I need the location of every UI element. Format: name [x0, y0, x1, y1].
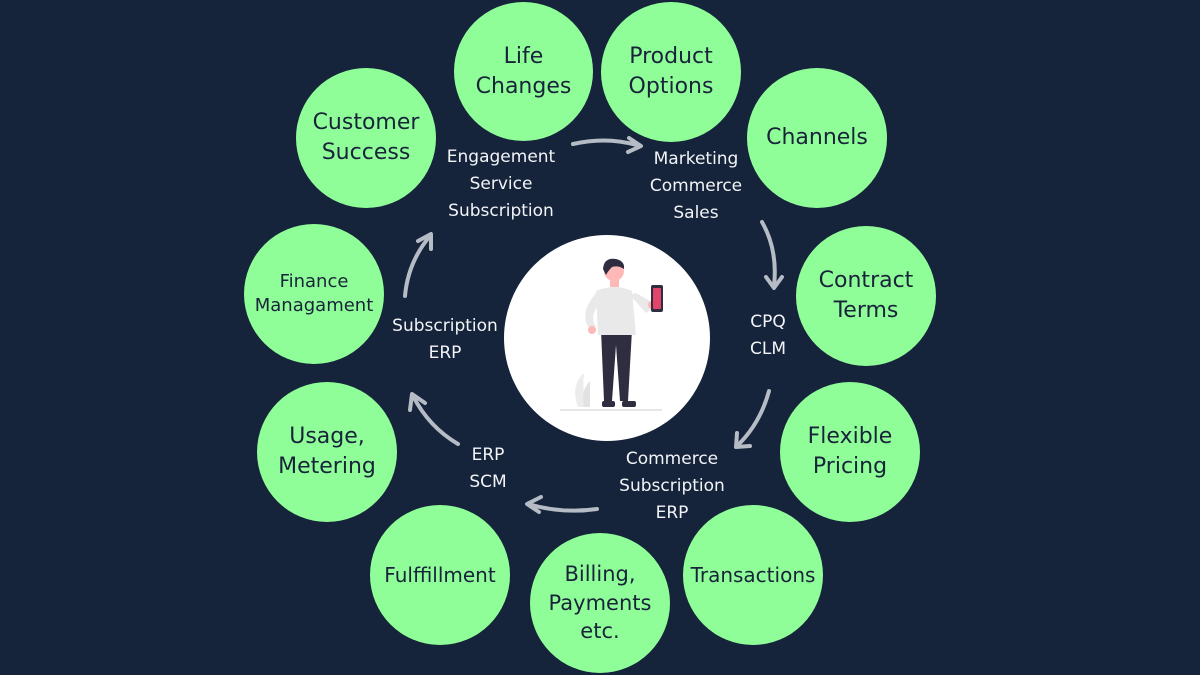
stage-cpq-label: CPQ CLM — [749, 311, 787, 359]
node-fulfillment: Fulffillment — [370, 505, 510, 645]
node-flexible-pricing-label: Flexible Pricing — [807, 424, 893, 479]
node-product-options-label: Product Options — [628, 44, 714, 99]
node-channels: Channels — [747, 68, 887, 208]
node-usage-metering-label: Usage, Metering — [278, 424, 376, 479]
stage-engagement-label: Engagement Service Subscription — [446, 147, 556, 222]
node-usage-metering: Usage, Metering — [257, 382, 397, 522]
node-flexible-pricing: Flexible Pricing — [780, 382, 920, 522]
arrow-bottom — [525, 495, 599, 514]
center-illustration-circle — [504, 235, 710, 441]
arrow-right-upper — [760, 220, 784, 290]
arrow-right-lower — [734, 389, 771, 449]
node-contract-terms: Contract Terms — [796, 226, 936, 366]
node-customer-success-label: Customer Success — [312, 110, 420, 165]
stage-commerce-label: Commerce Subscription ERP — [619, 449, 725, 524]
node-life-changes-label: Life Changes — [475, 43, 572, 99]
stage-marketing-label: Marketing Commerce Sales — [649, 149, 743, 224]
arrow-top — [571, 136, 643, 154]
node-contract-terms-label: Contract Terms — [818, 268, 914, 323]
node-finance-management: Finance Managament — [244, 224, 384, 364]
node-fulfillment-label: Fulffillment — [384, 562, 496, 587]
stage-subscription-erp-label: Subscription ERP — [392, 315, 498, 363]
node-product-options: Product Options — [601, 2, 741, 142]
node-finance-management-label: Finance Managament — [254, 270, 374, 316]
node-life-changes: Life Changes — [454, 2, 593, 141]
arrow-left-upper — [403, 232, 433, 298]
arrow-left-lower — [408, 392, 460, 446]
stage-erp-scm-label: ERP SCM — [469, 444, 507, 492]
person-holding-phone-illustration — [560, 258, 663, 411]
node-transactions: Transactions — [683, 505, 823, 645]
node-billing-payments-label: Billing, Payments etc. — [548, 562, 652, 644]
node-channels-label: Channels — [766, 125, 868, 151]
node-customer-success: Customer Success — [296, 68, 436, 208]
node-transactions-label: Transactions — [690, 562, 816, 587]
node-billing-payments: Billing, Payments etc. — [530, 533, 670, 673]
